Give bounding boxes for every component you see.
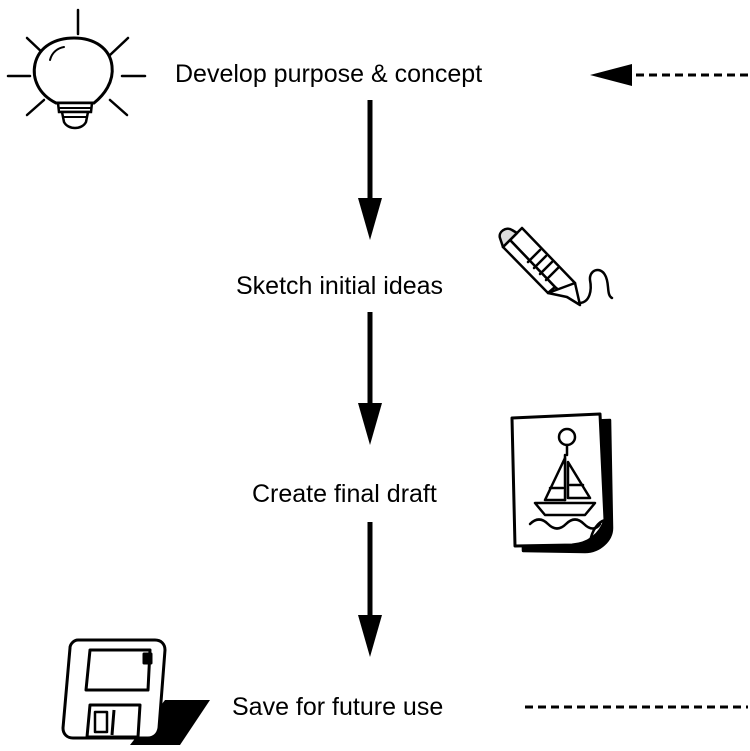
sailboat-drawing-icon xyxy=(510,412,614,554)
step-label-create: Create final draft xyxy=(252,480,437,508)
lightbulb-icon xyxy=(6,8,147,130)
arrow-step3-to-step4 xyxy=(358,522,382,657)
arrow-step2-to-step3 xyxy=(358,312,382,445)
floppy-disk-icon xyxy=(61,638,210,745)
pencil-icon xyxy=(498,226,614,307)
arrow-step1-to-step2 xyxy=(358,100,382,240)
step-label-sketch: Sketch initial ideas xyxy=(236,272,443,300)
step-label-develop: Develop purpose & concept xyxy=(175,60,482,88)
step-label-save: Save for future use xyxy=(232,693,443,721)
loop-arrow-in xyxy=(590,64,748,86)
